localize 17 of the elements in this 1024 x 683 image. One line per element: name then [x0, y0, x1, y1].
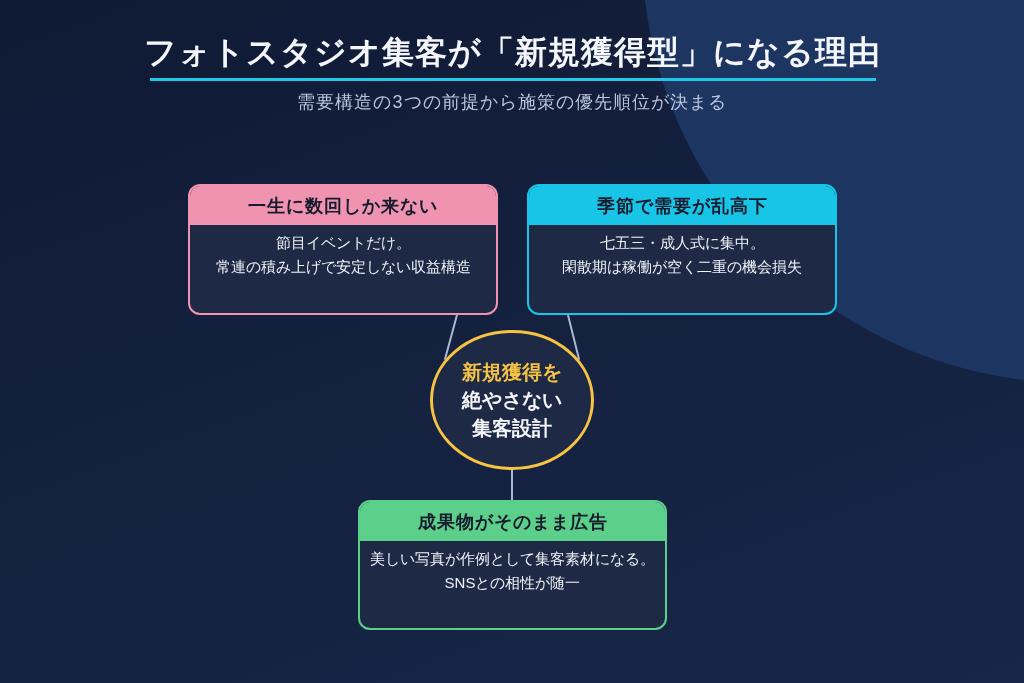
title: フォトスタジオ集客が「新規獲得型」になる理由: [143, 33, 881, 72]
card-text: 節目イベントだけ。常連の積み上げで安定しない収益構造: [215, 233, 471, 277]
card-header: 成果物がそのまま広告: [360, 502, 665, 541]
card: [358, 500, 667, 630]
connector-line: [443, 314, 458, 361]
card: [188, 184, 498, 315]
center-ellipse: [430, 330, 594, 470]
card: [527, 184, 837, 315]
card-header: 一生に数回しか来ない: [190, 186, 496, 225]
connector-line: [567, 314, 581, 361]
card-text: 七五三・成人式に集中。閑散期は稼働が空く二重の機会損失: [562, 233, 802, 277]
card-header: 季節で需要が乱高下: [529, 186, 835, 225]
card-text: 美しい写真が作例として集客素材になる。SNSとの相性が随一: [370, 549, 655, 593]
ellipse-text: 絶やさない集客設計: [461, 388, 563, 441]
connector-line: [511, 469, 513, 501]
subtitle: 需要構造の3つの前提から施策の優先順位が決まる: [297, 91, 727, 114]
ellipse-heading: 新規獲得を: [461, 360, 563, 385]
